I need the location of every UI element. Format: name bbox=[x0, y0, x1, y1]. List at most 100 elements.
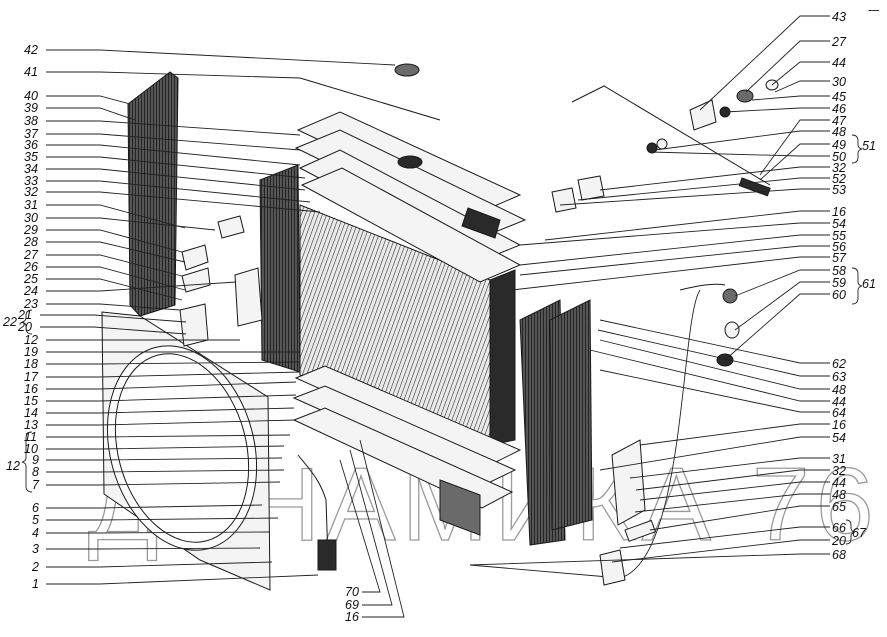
leader-line bbox=[577, 177, 830, 201]
callout-label: 13 bbox=[24, 418, 38, 432]
callout-label: 28 bbox=[23, 235, 38, 249]
leader-line bbox=[599, 369, 830, 413]
group-brace-12: 12 bbox=[6, 431, 33, 493]
leader-line bbox=[649, 505, 830, 531]
callout-label: 48 bbox=[832, 488, 846, 502]
leader-line bbox=[40, 314, 187, 323]
leader-line bbox=[544, 210, 830, 241]
leader-line bbox=[599, 339, 830, 390]
leader-line bbox=[46, 120, 301, 136]
callout-label: 48 bbox=[832, 383, 846, 397]
leader-line bbox=[46, 156, 306, 179]
callout-label: 42 bbox=[24, 43, 38, 57]
callout-label: 31 bbox=[24, 198, 38, 212]
callout-label: 25 bbox=[23, 272, 38, 286]
leader-line bbox=[771, 61, 830, 86]
callout-label: 38 bbox=[24, 114, 38, 128]
callout-label: 57 bbox=[832, 251, 847, 265]
callout-label: 46 bbox=[832, 102, 846, 116]
leader-line bbox=[724, 293, 830, 361]
callout-label: 62 bbox=[832, 357, 846, 371]
top-tank bbox=[294, 111, 527, 283]
callout-label: 32 bbox=[24, 185, 38, 199]
callout-label: 43 bbox=[832, 10, 846, 24]
leader-line bbox=[46, 574, 319, 585]
callout-label: 4 bbox=[32, 526, 39, 540]
callout-label: 54 bbox=[832, 431, 846, 445]
leader-lines bbox=[40, 15, 830, 618]
leader-line bbox=[46, 191, 321, 213]
leader-line bbox=[599, 166, 830, 191]
leader-line bbox=[46, 419, 297, 426]
callout-label: 69 bbox=[345, 598, 359, 612]
leader-line bbox=[519, 222, 830, 246]
callout-label: 49 bbox=[832, 138, 846, 152]
leader-line bbox=[46, 561, 273, 568]
leader-line bbox=[634, 493, 830, 513]
leader-line bbox=[635, 469, 830, 491]
leader-line bbox=[599, 319, 830, 364]
callout-label: 27 bbox=[23, 248, 39, 262]
leader-line bbox=[46, 445, 285, 450]
leader-line bbox=[597, 329, 830, 377]
leader-line bbox=[46, 144, 301, 166]
callout-label: 45 bbox=[832, 90, 846, 104]
leader-line bbox=[46, 303, 181, 311]
leader-line bbox=[734, 269, 830, 297]
callout-label: 37 bbox=[24, 127, 39, 141]
leader-line bbox=[46, 168, 306, 191]
callout-label: 17 bbox=[24, 370, 39, 384]
callout-label: 68 bbox=[832, 548, 846, 562]
callout-label: 32 bbox=[832, 161, 846, 175]
callout-label: 39 bbox=[24, 101, 38, 115]
callout-label: 20 bbox=[831, 534, 846, 548]
leader-line bbox=[639, 423, 830, 446]
leader-line bbox=[46, 517, 279, 521]
callout-label: 70 bbox=[345, 585, 359, 599]
callout-label: 16 bbox=[24, 382, 38, 396]
group-brace-61: 61 bbox=[851, 267, 876, 305]
leader-line bbox=[339, 459, 381, 593]
leader-line bbox=[46, 95, 131, 105]
leader-line bbox=[599, 436, 830, 471]
leader-line bbox=[46, 229, 183, 253]
leader-line bbox=[774, 80, 830, 93]
callout-label: 50 bbox=[832, 150, 846, 164]
leader-line bbox=[734, 281, 830, 331]
callout-label: 65 bbox=[832, 500, 846, 514]
callout-label: 44 bbox=[832, 476, 846, 490]
leader-line bbox=[359, 439, 405, 618]
leader-line bbox=[46, 394, 297, 402]
callout-label: 23 bbox=[23, 297, 38, 311]
leader-line bbox=[46, 371, 301, 378]
leader-line bbox=[759, 119, 830, 176]
corner-mark: -– bbox=[868, 3, 880, 17]
callout-labels-left: 4241403938373635343332313029282726252423… bbox=[17, 43, 40, 591]
callout-label: 16 bbox=[832, 205, 846, 219]
callout-label: 7 bbox=[32, 478, 40, 492]
leader-line bbox=[46, 407, 295, 414]
leader-line bbox=[46, 381, 297, 390]
support-bar bbox=[551, 79, 779, 213]
callout-label: 29 bbox=[23, 223, 38, 237]
callout-label: 66 bbox=[832, 521, 846, 535]
callout-label: 24 bbox=[23, 284, 38, 298]
left-side-shroud bbox=[127, 71, 179, 317]
callout-label: 36 bbox=[24, 138, 38, 152]
leader-line bbox=[699, 15, 830, 111]
leader-line bbox=[46, 180, 311, 203]
callout-label: 16 bbox=[345, 610, 359, 624]
right-side-shroud bbox=[519, 299, 593, 546]
leader-line bbox=[46, 531, 271, 534]
group-label-22: 22 bbox=[2, 315, 17, 329]
group-brace-22: 22 bbox=[2, 309, 33, 335]
leader-line bbox=[724, 107, 830, 113]
leader-line bbox=[46, 281, 237, 292]
callout-label: 15 bbox=[24, 394, 38, 408]
callout-label: 64 bbox=[832, 406, 846, 420]
leader-line bbox=[46, 241, 186, 263]
callout-label: 31 bbox=[832, 452, 846, 466]
leader-line bbox=[46, 547, 261, 550]
callout-label: 3 bbox=[32, 542, 39, 556]
